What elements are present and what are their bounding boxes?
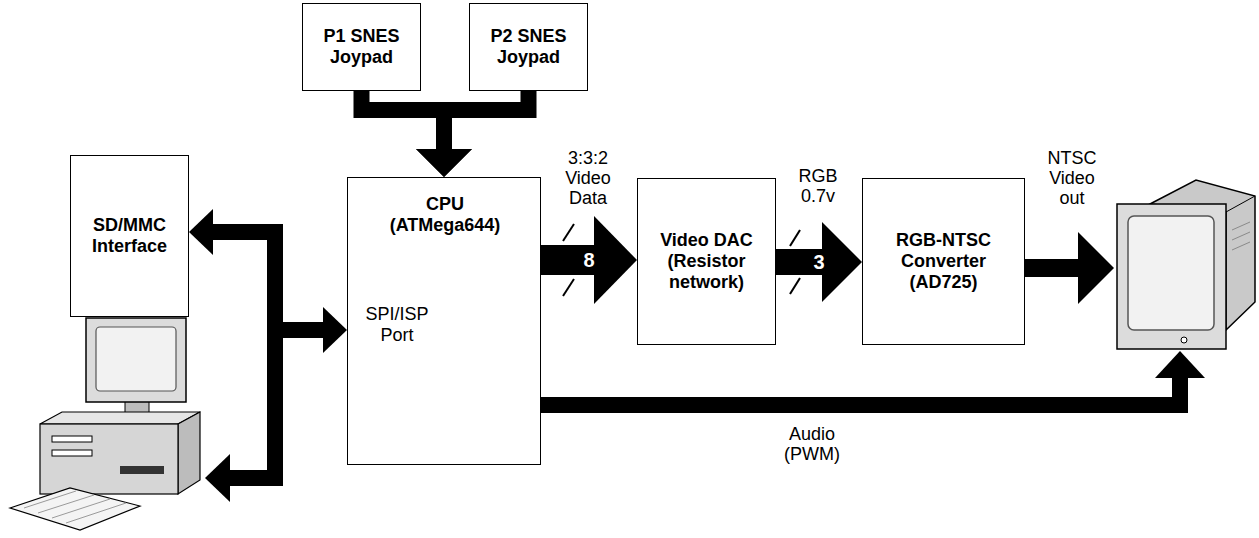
arrow-head [1078,232,1114,304]
video-wire [1025,259,1080,277]
vent-line [1232,242,1250,250]
port-label: SPI/ISP Port [356,304,438,346]
arrow-head [323,307,347,353]
tv-button [1181,337,1187,343]
pc-keyboard [10,488,140,530]
signal-label: 3:3:2 Video Data [556,148,620,208]
bus-line [444,91,529,151]
joypad-box: P1 SNES Joypad [302,3,421,91]
joypad-box: P2 SNES Joypad [469,3,588,91]
signal-label: Audio (PWM) [772,424,852,464]
arrow-head [189,209,213,255]
cpu-box: CPU (ATMega644) SPI/ISP Port [347,177,541,465]
node-title: SD/MMC Interface [79,215,180,257]
bus-line [211,232,325,330]
pc-slot [120,466,164,474]
vent-line [1232,232,1250,240]
node-title: P1 SNES Joypad [311,26,412,68]
tv-vents [1232,222,1250,250]
bus-slash [790,230,800,246]
tv-bezel [1117,204,1226,349]
node-title: Video DAC (Resistor network) [646,230,767,293]
bus-wire [228,322,275,478]
tv-edge [1226,196,1255,212]
arrow-head [594,216,637,304]
bus-arrow [541,216,637,304]
audio-wire [541,376,1180,405]
key-row [38,495,94,513]
arrow-head [416,149,472,177]
node-title: CPU (ATMega644) [380,194,510,236]
arrow-head [205,454,230,502]
key-row [52,499,110,518]
bus-width: 8 [581,249,596,271]
pc-case-front [40,424,178,494]
pc-case-side [178,412,200,494]
storage-box: SD/MMC Interface [70,155,189,317]
bus-width: 3 [811,251,826,273]
pc-drive [52,436,92,442]
pc-drive [52,450,92,456]
dac-box: Video DAC (Resistor network) [637,178,776,345]
bus-arrow [189,209,347,353]
tv-screen [1128,216,1214,330]
bus-arrow [416,91,529,177]
bus-slash [563,224,574,241]
pc-case-top [40,412,200,424]
pc-screen [96,327,176,391]
signal-label: NTSC Video out [1040,148,1104,208]
bus-arrow [776,222,862,302]
bus-line [362,91,445,151]
node-title: P2 SNES Joypad [478,26,579,68]
pc-monitor [86,318,186,402]
arrow-head [1155,351,1205,378]
node-title: RGB-NTSC Converter (AD725) [871,230,1016,293]
bus-slash [563,279,574,296]
key-row [24,491,76,508]
vent-line [1232,222,1250,230]
arrow-head [416,149,472,177]
key-row [66,503,126,523]
bus-slash [790,278,800,294]
pc-keys [24,491,126,523]
signal-label: RGB 0.7v [793,166,843,206]
converter-box: RGB-NTSC Converter (AD725) [862,178,1025,345]
bus-line [541,245,596,275]
arrow-head [822,222,862,302]
